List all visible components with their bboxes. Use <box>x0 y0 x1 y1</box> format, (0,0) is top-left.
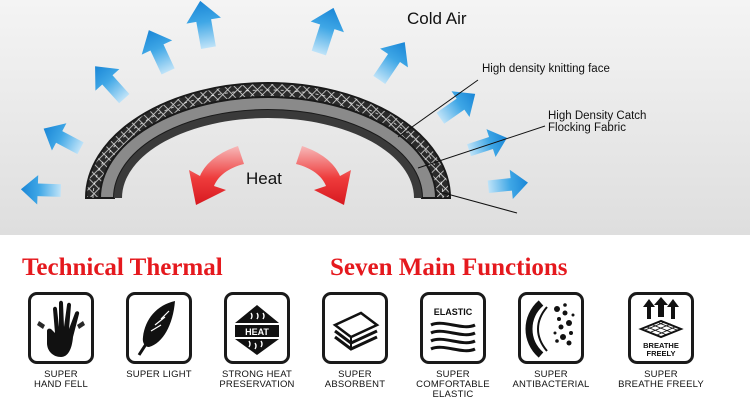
feature-super-light: SUPER LIGHT <box>104 292 214 417</box>
heat-icon-text: HEAT <box>245 327 269 337</box>
breathe-icon: BREATHE FREELY <box>628 292 694 364</box>
banner-title-seven-functions: Seven Main Functions <box>330 254 568 281</box>
feature-banner: Technical Thermal Seven Main Functions <box>0 250 750 290</box>
caption-line: SUPER <box>534 369 568 380</box>
feature-icon-row: SUPER HAND FELL SUPER LIGHT <box>0 292 750 417</box>
absorbent-layers-icon <box>322 292 388 364</box>
callout-catch-flocking: High Density Catch Flocking Fabric <box>417 110 646 169</box>
heat-icon: HEAT <box>224 292 290 364</box>
banner-title-technical-thermal: Technical Thermal <box>22 254 223 281</box>
heat-arrows <box>189 146 351 205</box>
caption-line: SUPER LIGHT <box>126 369 192 380</box>
elastic-icon: ELASTIC <box>420 292 486 364</box>
feature-absorbent: SUPER ABSORBENT <box>300 292 410 417</box>
antibacterial-icon <box>518 292 584 364</box>
feature-heat-preservation-caption: STRONG HEAT PRESERVATION <box>196 370 318 390</box>
feature-breathe-freely-caption: SUPER BREATHE FREELY <box>600 370 722 390</box>
caption-line: SUPER <box>44 369 78 380</box>
caption-line: COMFORTABLE <box>416 379 490 390</box>
feature-super-light-caption: SUPER LIGHT <box>98 370 220 380</box>
feature-heat-preservation: HEAT STRONG HEAT PRESERVATION <box>202 292 312 417</box>
caption-line: SUPER <box>644 369 678 380</box>
caption-line: HAND FELL <box>33 379 89 390</box>
feature-hand-feel-caption: SUPER HAND FELL <box>0 370 122 390</box>
elastic-icon-text: ELASTIC <box>434 307 473 317</box>
breathe-icon-text-2: FREELY <box>647 349 676 358</box>
heat-label: Heat <box>246 169 282 188</box>
feature-absorbent-caption: SUPER ABSORBENT <box>294 370 416 390</box>
feature-breathe-freely: BREATHE FREELY SUPER BREATHE FREELY <box>606 292 716 417</box>
caption-line: ELASTIC <box>432 389 474 400</box>
callout-catch-label-1: High Density Catch <box>548 110 646 122</box>
caption-line: SUPER <box>436 369 470 380</box>
feature-hand-feel: SUPER HAND FELL <box>6 292 116 417</box>
caption-line: ABSORBENT <box>324 379 386 390</box>
cold-air-label: Cold Air <box>407 9 467 28</box>
feature-antibacterial: SUPER ANTIBACTERIAL <box>496 292 606 417</box>
caption-line: ANTIBACTERIAL <box>512 379 590 390</box>
hand-icon <box>28 292 94 364</box>
caption-line: BREATHE FREELY <box>618 379 704 390</box>
breathe-icon-text-1: BREATHE <box>643 341 679 350</box>
fabric-dome <box>84 82 452 199</box>
caption-line: PRESERVATION <box>219 379 295 390</box>
callout-knitting-label: High density knitting face <box>482 63 610 75</box>
feature-elastic: ELASTIC SUPER COMFORTABLE ELASTIC <box>398 292 508 417</box>
callout-catch-label-2: Flocking Fabric <box>548 122 626 134</box>
feather-icon <box>126 292 192 364</box>
feature-antibacterial-caption: SUPER ANTIBACTERIAL <box>490 370 612 390</box>
caption-line: STRONG HEAT <box>221 369 293 380</box>
caption-line: SUPER <box>338 369 372 380</box>
callout-base-line <box>439 191 518 214</box>
feature-elastic-caption: SUPER COMFORTABLE ELASTIC <box>392 370 514 400</box>
callout-knitting: High density knitting face <box>397 63 610 138</box>
thermal-fabric-diagram: Cold Air Heat High density knitting face… <box>0 0 750 235</box>
